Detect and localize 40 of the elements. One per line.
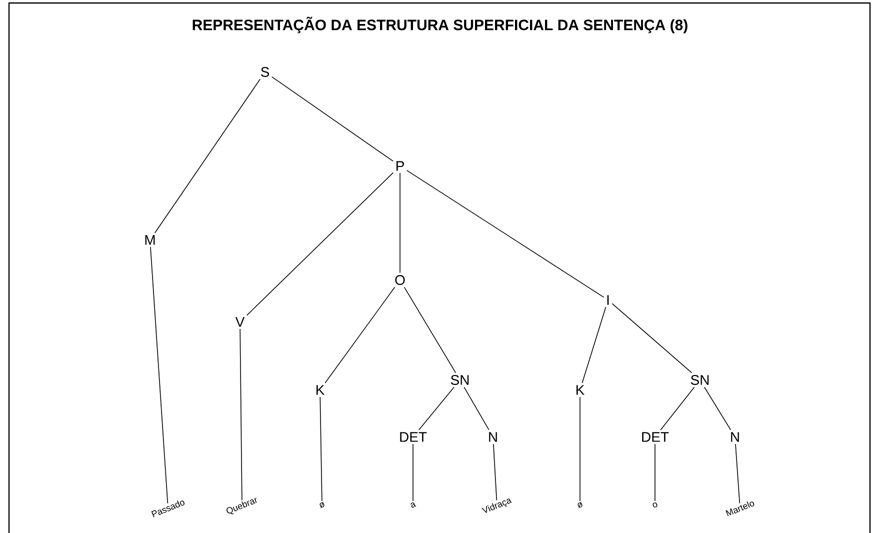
word-label: Vidraça <box>482 498 512 513</box>
tree-branch <box>320 396 322 502</box>
word-label: ø <box>578 502 582 508</box>
category-label: O <box>395 275 405 285</box>
category-label: N <box>731 432 739 442</box>
tree-branch <box>464 386 490 430</box>
category-label: K <box>316 385 325 395</box>
category-label: P <box>396 161 404 171</box>
tree-branch <box>240 328 242 501</box>
category-label: V <box>235 317 245 327</box>
tree-branch <box>150 246 168 504</box>
tree-branch <box>418 386 454 430</box>
word-label: a <box>410 502 416 508</box>
tree-branch <box>660 386 695 430</box>
tree-branch <box>704 386 732 430</box>
category-label: SN <box>690 375 709 385</box>
tree-branch <box>412 444 414 502</box>
tree-branch <box>271 76 394 162</box>
tree-branch <box>324 286 396 384</box>
tree-branch <box>406 170 604 298</box>
category-label: SN <box>450 375 469 385</box>
category-label: DET <box>400 432 427 442</box>
category-label: S <box>260 67 270 77</box>
tree-branch <box>582 306 606 384</box>
category-label: I <box>607 295 609 305</box>
word-label: ø <box>320 502 324 508</box>
tree-branch <box>246 172 394 316</box>
tree-branch <box>404 286 456 374</box>
title: REPRESENTAÇÃO DA ESTRUTURA SUPERFICIAL DA SENTENÇA (8) <box>192 16 688 34</box>
tree-branch <box>735 444 740 504</box>
category-label: K <box>576 385 585 395</box>
category-label: DET <box>642 432 669 442</box>
tree-branch <box>654 444 656 502</box>
category-label: N <box>489 432 497 442</box>
tree-branch <box>154 78 260 234</box>
category-label: M <box>145 235 155 245</box>
tree-branch <box>493 444 498 501</box>
word-label: o <box>652 502 658 508</box>
word-label: Martelo <box>726 501 754 516</box>
tree-branch <box>612 303 692 374</box>
